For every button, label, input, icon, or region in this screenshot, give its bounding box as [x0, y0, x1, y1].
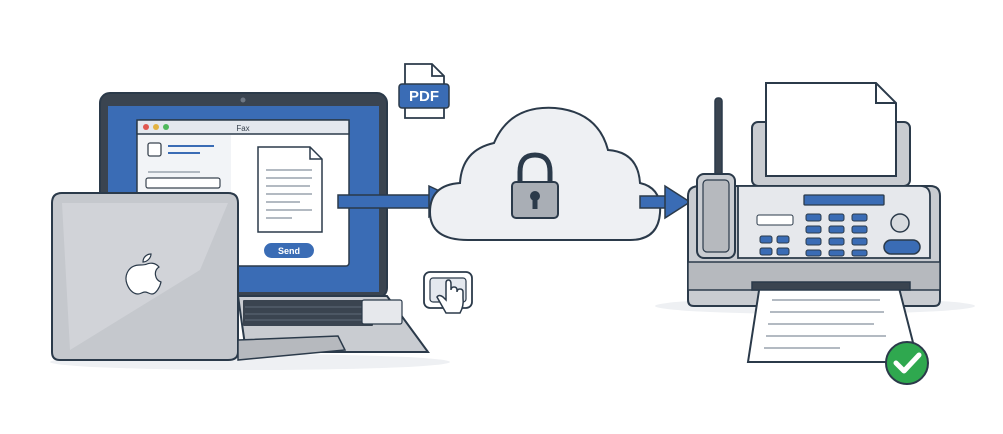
laptop-keyboard: [243, 300, 373, 326]
fax-antenna: [714, 97, 723, 179]
fax-start-button: [883, 239, 921, 255]
fax-output-text-lines: [764, 299, 886, 349]
send-button[interactable]: [264, 243, 314, 258]
touch-pointer-icon: [423, 271, 473, 314]
fax-output-slot: [751, 281, 911, 291]
fax-keypad: [805, 213, 868, 257]
window-zoom-dot: [163, 124, 169, 130]
laptop: Fax Send: [51, 92, 430, 361]
window-close-dot: [143, 124, 149, 130]
cloud: [428, 106, 662, 241]
pdf-file-icon: PDF: [398, 63, 450, 119]
window-minimize-dot: [153, 124, 159, 130]
checkmark-icon: [885, 341, 929, 385]
sidebar-input: [145, 177, 221, 189]
laptop-camera: [240, 97, 246, 103]
fax-round-button: [890, 213, 910, 233]
send-button-label: Send: [278, 246, 300, 256]
sidebar-checkbox: [147, 142, 162, 157]
apple-logo-icon: [125, 253, 162, 295]
pdf-badge-label: PDF: [409, 88, 439, 105]
fax-function-keys: [756, 214, 794, 256]
arrow-to-fax: [639, 184, 692, 220]
window-titlebar: [136, 119, 350, 135]
fax-machine: [687, 82, 941, 363]
laptop-hinge: [237, 335, 347, 361]
laptop-trackpad: [361, 299, 403, 325]
fax-input-paper: [765, 82, 897, 177]
document-preview: [257, 146, 323, 233]
keyboard-keys: [245, 306, 371, 321]
window-title: Fax: [236, 124, 249, 133]
lock-icon: [511, 152, 559, 219]
fax-display: [803, 194, 885, 206]
